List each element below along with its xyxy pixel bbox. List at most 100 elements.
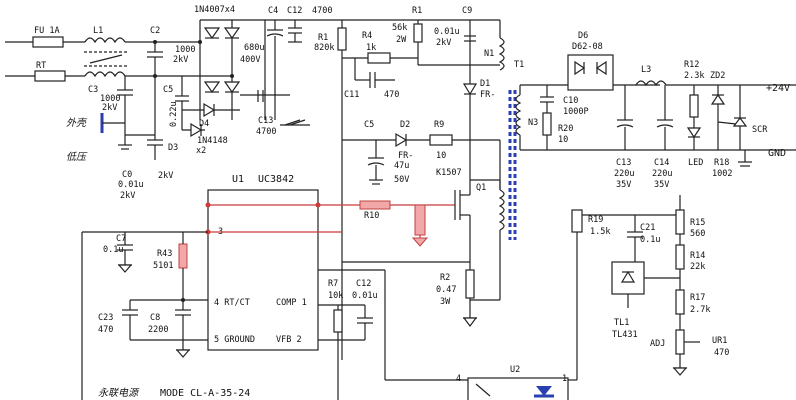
label-c0v3: 2kV xyxy=(158,171,173,181)
resistor-r4 xyxy=(367,52,391,64)
zener-highlight xyxy=(414,204,426,236)
label-l1: L1 xyxy=(93,26,103,36)
controller-section: U1 UC3842 3 4 RT/CT 5 GROUND COMP 1 VFB … xyxy=(205,168,501,351)
label-c3v2: 2kV xyxy=(102,103,117,113)
label-c13b-value2: 35V xyxy=(616,180,631,190)
label-u1: U1 xyxy=(232,174,244,185)
input-section: FU 1A RT L1 C2 1000 2kV C3 1000 2kV 外壳 低… xyxy=(5,26,200,201)
resistor-r15 xyxy=(675,209,685,235)
label-c7: C7 xyxy=(116,234,126,244)
label-comp: COMP 1 xyxy=(276,298,307,308)
label-r18: R18 xyxy=(714,158,729,168)
label-zd2: ZD2 xyxy=(710,71,725,81)
optocoupler-section: U2 4 1 xyxy=(385,365,577,400)
label-r43: R43 xyxy=(157,249,172,259)
label-low-voltage: 低压 xyxy=(66,151,88,163)
label-c9: C9 xyxy=(462,6,472,16)
resistor-r7 xyxy=(333,309,343,333)
fuse-fu1 xyxy=(32,36,64,48)
label-c14: C14 xyxy=(654,158,669,168)
resistor-r17 xyxy=(675,289,685,315)
label-tl1-value: TL431 xyxy=(612,330,638,340)
label-ur1: UR1 xyxy=(712,336,727,346)
label-c23-value: 470 xyxy=(98,325,113,335)
resistor-r14 xyxy=(675,244,685,270)
label-r15-value: 560 xyxy=(690,229,705,239)
label-c12-top-value: 4700 xyxy=(312,6,332,16)
label-r2: R2 xyxy=(440,273,450,283)
label-c5b-value1: 47u xyxy=(394,161,409,171)
label-r17-value: 2.7k xyxy=(690,305,710,315)
bridge-diode-1 xyxy=(203,27,221,40)
label-c8: C8 xyxy=(150,313,160,323)
bridge-diode-4 xyxy=(223,81,241,94)
label-c12-value: 0.01u xyxy=(352,291,378,301)
label-r43-value: 5101 xyxy=(153,261,173,271)
label-c2v2: 2kV xyxy=(173,55,188,65)
winding-aux xyxy=(498,189,505,231)
label-r7-value: 10k xyxy=(328,291,343,301)
resistor-r19 xyxy=(571,209,583,233)
resistor-r10 xyxy=(359,200,391,210)
label-r10: R10 xyxy=(364,211,379,221)
label-c7-value: 0.1u xyxy=(103,245,123,255)
label-r19-value: 1.5k xyxy=(590,227,610,237)
label-shell: 外壳 xyxy=(66,117,88,129)
inductor-l1-a xyxy=(84,37,126,44)
label-bridge: 1N4007x4 xyxy=(194,5,235,15)
timing-section: C7 0.1u R43 5101 C23 470 C8 2200 xyxy=(81,231,208,400)
label-c3v1: 1000 xyxy=(100,94,120,104)
resistor-r1b xyxy=(413,23,423,43)
label-d3: D3 xyxy=(168,143,178,153)
label-d1: D1 xyxy=(480,79,490,89)
ground-label: GND xyxy=(768,148,786,159)
label-r12: R12 xyxy=(684,60,699,70)
label-scr: SCR xyxy=(752,125,768,135)
label-r14-value: 22k xyxy=(690,262,705,272)
diode-d3 xyxy=(190,122,203,138)
footer-brand: 永联电源 xyxy=(98,387,140,399)
label-c8-value: 2200 xyxy=(148,325,168,335)
label-c5b: C5 xyxy=(364,120,374,130)
label-r12-value: 2.3k xyxy=(684,71,704,81)
opto-led xyxy=(536,386,552,396)
bridge-diode-3 xyxy=(203,81,221,94)
label-c13b-value1: 220u xyxy=(614,169,634,179)
label-c13-value: 4700 xyxy=(256,127,276,137)
label-n3: N3 xyxy=(528,118,538,128)
label-r15: R15 xyxy=(690,218,705,228)
label-c5b-value2: 50V xyxy=(394,175,409,185)
label-led: LED xyxy=(688,158,703,168)
label-r2-value2: 3W xyxy=(440,297,451,307)
label-adj: ADJ xyxy=(650,339,665,349)
label-n1: N1 xyxy=(484,49,494,59)
label-c13: C13 xyxy=(258,116,273,126)
label-pin5: 5 GROUND xyxy=(214,335,255,345)
resistor-r2 xyxy=(465,269,475,299)
diode-d4 xyxy=(203,102,216,118)
label-c14-value1: 220u xyxy=(652,169,672,179)
resistor-r43 xyxy=(178,243,188,269)
winding-n3 xyxy=(515,94,522,136)
label-d1-value: FR- xyxy=(480,90,495,100)
label-d4: D4 xyxy=(199,119,209,129)
label-r20-value: 10 xyxy=(558,135,568,145)
label-r2-value1: 0.47 xyxy=(436,285,456,295)
label-d2: D2 xyxy=(400,120,410,130)
diode-d2 xyxy=(395,132,408,148)
resistor-r9 xyxy=(429,134,453,146)
thermistor-rt xyxy=(34,70,66,82)
inductor-l3 xyxy=(635,80,667,87)
label-c2: C2 xyxy=(150,26,160,36)
output-section: D6 D62-08 C10 1000P R20 10 L3 C13 220u 3… xyxy=(519,31,796,190)
label-r4-value: 1k xyxy=(366,43,376,53)
rectifier-section: 1N4007x4 C4 680u 400V C12 4700 xyxy=(163,5,340,156)
label-r1: R1 xyxy=(318,33,328,43)
label-pin4: 4 RT/CT xyxy=(214,298,250,308)
label-q1: Q1 xyxy=(476,183,486,193)
label-c2v1: 1000 xyxy=(175,45,195,55)
output-voltage-label: +24V xyxy=(766,83,790,94)
label-c12: C12 xyxy=(356,279,371,289)
ic-uc3842 xyxy=(207,189,319,351)
label-d6: D6 xyxy=(578,31,588,41)
